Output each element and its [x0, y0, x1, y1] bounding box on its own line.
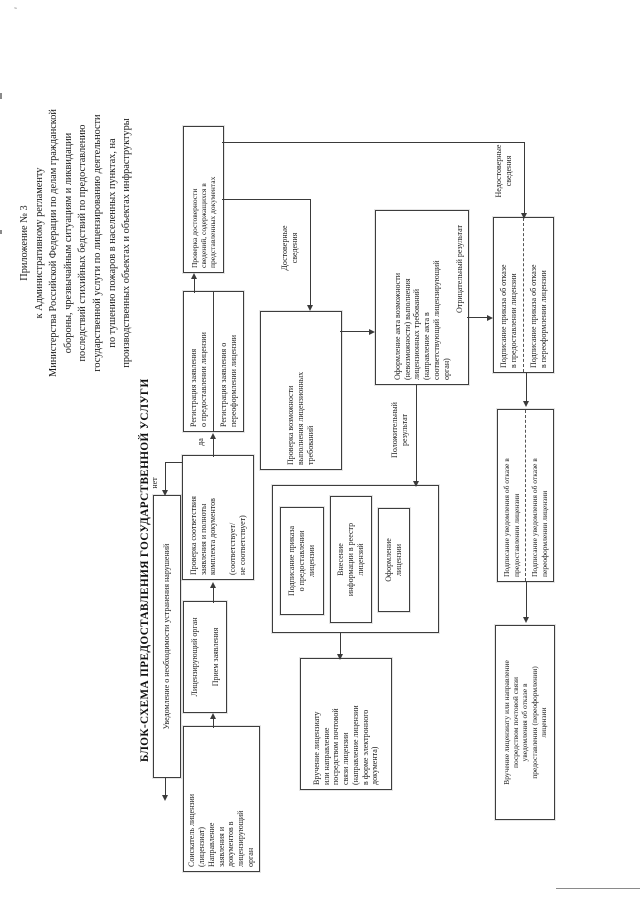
scan-speck: -	[40, 168, 43, 178]
arrowhead-down	[487, 315, 493, 322]
connector-polozhitelny	[416, 385, 417, 481]
arrowhead-left	[161, 795, 168, 801]
node-uvedomlenie-narusheniya: Уведомление о необходимости устранения н…	[153, 495, 181, 778]
arrowhead-right	[209, 713, 216, 719]
arrowhead-right	[209, 433, 216, 439]
node-vnesenie-v-reestr: Внесение информации в реестр лицензий	[330, 496, 372, 623]
node-licenziruyushchy-organ: Лицензирующий орган Прием заявления	[183, 601, 227, 713]
connector-soiskatel-licorgan	[213, 718, 214, 728]
connector-net-horizontal	[165, 462, 166, 490]
connector-dostovernye-horizontal	[310, 199, 311, 305]
connector-net-vertical	[165, 462, 182, 463]
arrowhead-left	[161, 490, 168, 496]
priem-zayavleniya: Прием заявления	[210, 627, 220, 687]
node-vruchenie-licenzii: Вручение лицензиату или направление поср…	[300, 658, 392, 790]
node-proverka-dostovernosti: Проверка достоверности сведений, содержа…	[183, 126, 224, 273]
node-vruchenie-uvedomleniya: Вручение лицензиату или направление поср…	[495, 625, 555, 820]
licorgan-title: Лицензирующий орган	[189, 617, 199, 697]
node-prikaz-predostavlenie: Подписание приказа о предоставлении лице…	[280, 507, 324, 615]
connector-licorgan-sootvetstvie	[213, 587, 214, 603]
connector-registracia-dostovernost	[194, 278, 195, 293]
arrowhead-down	[369, 329, 375, 336]
label-polozhitelny-rezultat: Положительный результат	[390, 402, 409, 458]
arrowhead-left	[306, 305, 313, 311]
arrowhead-left	[520, 213, 527, 219]
scan-artifact-edge	[0, 230, 2, 234]
connector-da	[213, 438, 214, 457]
node-oformlenie-licenzii: Оформление лицензии	[378, 508, 410, 612]
connector-uvedomlenie-return	[165, 778, 166, 795]
arrowhead-right	[209, 582, 216, 588]
label-nedostovernye-svedeniya: Недостоверные сведения	[494, 144, 513, 198]
label-otricatelny-rezultat: Отрицательный результат	[455, 225, 464, 313]
label-net: нет	[150, 477, 159, 489]
node-uvedomlenie-ob-otkaze: Подписание уведомления об отказе в предо…	[497, 409, 554, 582]
label-dostovernye-svedeniya: Достоверные сведения	[280, 225, 299, 271]
connector-vozmozhnost-akt	[340, 331, 370, 332]
connector-dostovernye-vertical	[222, 199, 310, 200]
connector-container-vruchenie	[340, 633, 341, 654]
arrowhead-left	[412, 481, 419, 487]
connector-nedostovernye-vertical	[222, 142, 524, 143]
scan-artifact-line	[556, 888, 640, 889]
node-soiskatel-licenzii: Соискатель лицензии (лицензиат) Направле…	[183, 726, 260, 872]
node-registraciya-zayavleniya: Регистрация заявления о предоставлении л…	[183, 291, 244, 432]
connector-uvedomlenie-vruchenie	[526, 582, 527, 617]
arrowhead-left	[522, 617, 529, 623]
annex-header: Приложение № 3 к Административному регла…	[19, 109, 133, 377]
arrowhead-left	[522, 401, 529, 407]
node-prikaz-ob-otkaze: Подписание приказа об отказе в предостав…	[493, 217, 554, 373]
arrowhead-left	[336, 654, 343, 660]
arrowhead-right	[190, 273, 197, 279]
scan-speck: ˜	[14, 6, 17, 16]
connector-nedostovernye-horizontal	[524, 142, 525, 213]
label-da: да	[196, 438, 205, 446]
connector-prikaz-uvedomlenie	[526, 373, 527, 401]
scan-artifact-edge	[0, 93, 2, 99]
connector-otricatelny	[467, 317, 488, 318]
node-proverka-vozmozhnosti: Проверка возможности выполнения лицензио…	[260, 311, 342, 470]
page-title: БЛОК-СХЕМА ПРЕДОСТАВЛЕНИЯ ГОСУДАРСТВЕННО…	[139, 378, 151, 762]
node-proverka-sootvetstviya: Проверка соответствия заявления и полнот…	[182, 455, 254, 580]
